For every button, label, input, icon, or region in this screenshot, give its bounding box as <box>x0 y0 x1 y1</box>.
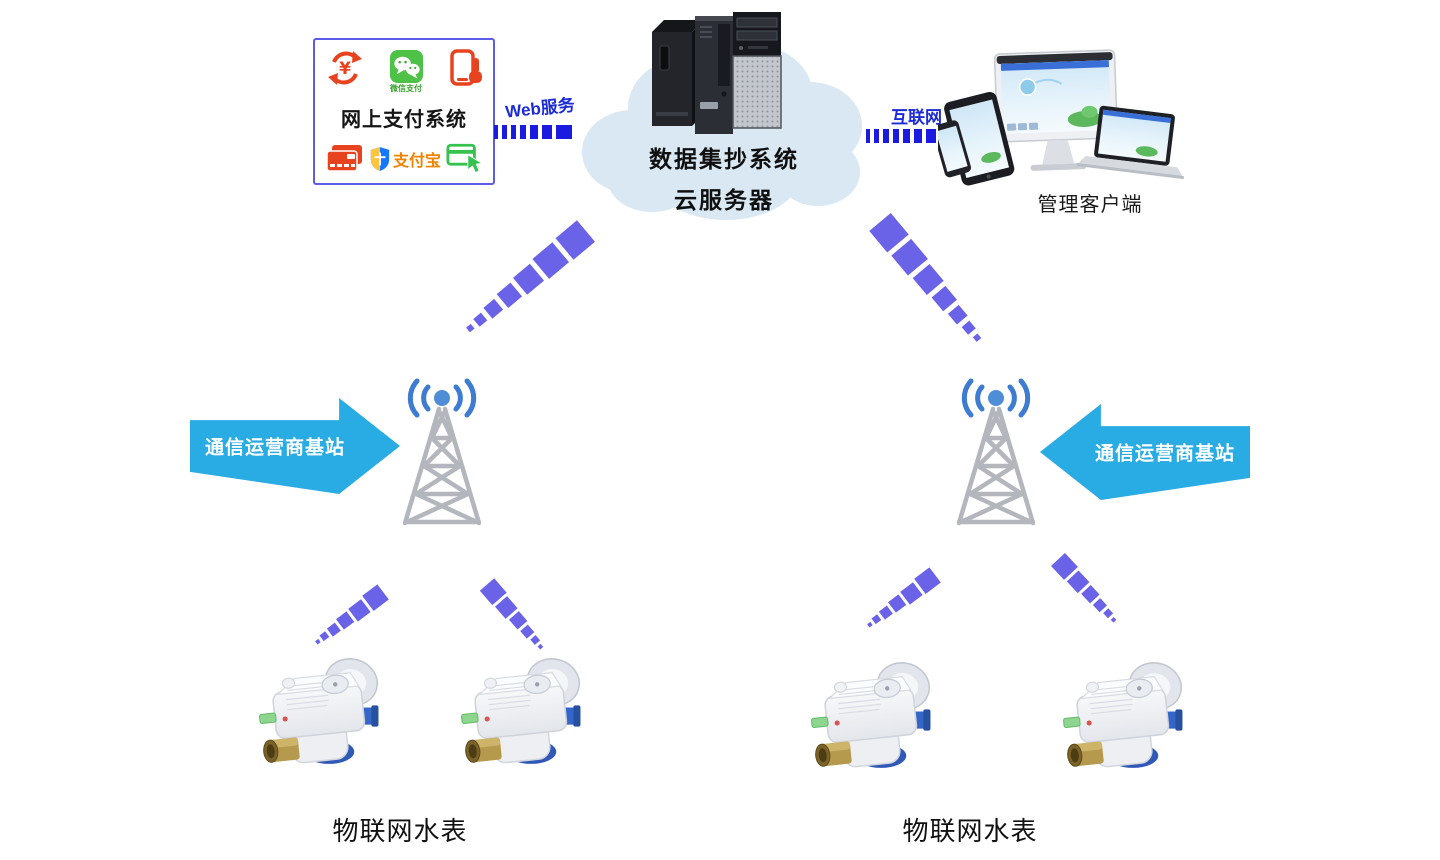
water-meters-left-label: 物联网水表 <box>332 817 468 846</box>
mobile-pay-icon <box>450 49 482 86</box>
web-service-label: Web服务 <box>504 95 576 122</box>
alipay-label: 支付宝 <box>392 152 441 170</box>
alipay-block: 支付宝 <box>369 146 441 172</box>
wechat-pay-icon <box>389 49 423 84</box>
link-left-tower-to-meter2 <box>479 578 549 654</box>
management-client-devices-image <box>938 49 1184 186</box>
desktop-monitor-icon <box>993 49 1119 171</box>
link-left-tower-to-meter1 <box>310 584 389 650</box>
water-meter-icon <box>810 656 936 772</box>
water-meter-icon <box>258 652 384 768</box>
payment-system-title: 网上支付系统 <box>341 109 467 131</box>
payment-icons-row-top: ¥ 微信支付 <box>326 49 482 93</box>
payment-icons-row-bottom: 支付宝 <box>326 142 482 175</box>
base-station-right-arrow: 通信运营商基站 <box>1040 404 1250 500</box>
smartphone-icon <box>938 120 971 178</box>
link-right-tower-to-meter4 <box>1051 553 1122 627</box>
laptop-icon <box>1076 105 1184 180</box>
cell-tower-left-icon <box>382 378 502 528</box>
card-swipe-icon <box>446 143 482 174</box>
bank-cards-icon <box>326 145 362 172</box>
alipay-shield-icon <box>370 146 390 171</box>
svg-text:¥: ¥ <box>339 59 351 79</box>
refresh-yen-icon: ¥ <box>328 51 362 85</box>
wechat-pay-block: 微信支付 <box>389 49 424 93</box>
water-meters-right-label: 物联网水表 <box>902 817 1038 846</box>
cloud-title-line1: 数据集抄系统 <box>649 146 799 172</box>
base-station-left-arrow: 通信运营商基站 <box>190 398 400 494</box>
online-payment-system-panel: ¥ 微信支付 网上支付系统 <box>313 38 495 185</box>
link-payment-to-cloud <box>494 125 572 139</box>
link-cloud-to-right-tower <box>869 213 989 349</box>
link-cloud-to-left-tower <box>459 220 595 340</box>
cell-tower-right-icon <box>936 378 1056 528</box>
link-right-tower-to-meter3 <box>862 567 941 633</box>
internet-label: 互联网 <box>891 108 942 127</box>
water-meter-icon <box>1062 656 1188 772</box>
wechat-pay-caption: 微信支付 <box>390 84 422 93</box>
base-station-left-label: 通信运营商基站 <box>205 437 346 459</box>
water-meter-icon <box>460 652 586 768</box>
management-client-label: 管理客户端 <box>1037 194 1143 216</box>
server-towers-image <box>652 12 782 134</box>
base-station-right-label: 通信运营商基站 <box>1094 443 1235 465</box>
cloud-title-line2: 云服务器 <box>674 187 774 213</box>
